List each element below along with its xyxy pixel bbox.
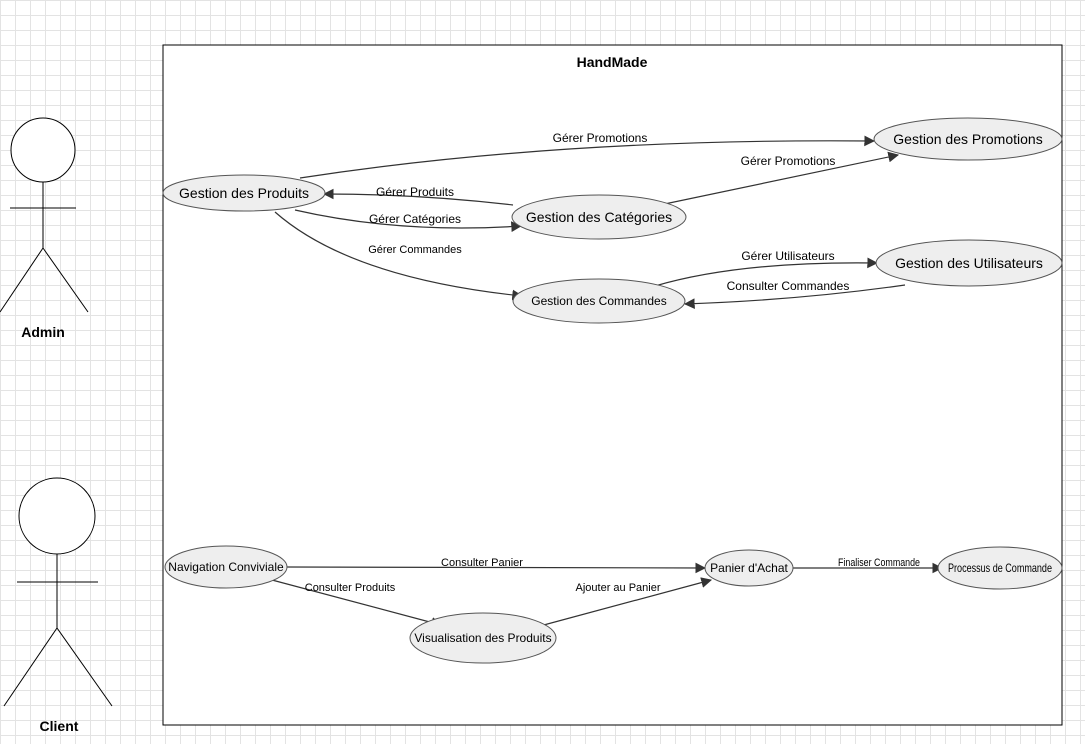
relation-label-categories-promotions: Gérer Promotions: [741, 154, 836, 168]
relation-line-navigation-panier[interactable]: [286, 562, 707, 574]
actor-admin-leg-right: [42, 247, 89, 313]
use-case-promotions-label: Gestion des Promotions: [893, 131, 1042, 147]
actor-admin-head: [10, 117, 76, 183]
relation-line-produits-promotions[interactable]: [299, 135, 876, 179]
use-case-commandes[interactable]: Gestion des Commandes: [512, 278, 686, 324]
use-case-produits-shape: [162, 174, 326, 212]
relation-labels: Gérer Promotions Gérer Promotions Gérer …: [305, 131, 920, 594]
relation-label-panier-processus: Finaliser Commande: [838, 557, 920, 569]
relation-line-utilisateurs-commandes[interactable]: [683, 284, 906, 310]
relation-label-navigation-visualisation: Consulter Produits: [305, 582, 396, 594]
use-case-utilisateurs-label: Gestion des Utilisateurs: [895, 255, 1043, 271]
use-case-utilisateurs-shape: [875, 239, 1063, 287]
use-case-processus-shape: [937, 546, 1063, 590]
actor-admin-label: Admin: [21, 324, 65, 340]
use-case-navigation-shape: [164, 545, 288, 589]
relation-label-produits-promotions: Gérer Promotions: [553, 131, 648, 145]
use-case-utilisateurs[interactable]: Gestion des Utilisateurs: [875, 239, 1063, 287]
use-case-categories-shape: [511, 194, 687, 240]
relation-label-categories-produits: Gérer Produits: [376, 185, 454, 199]
use-case-produits-label: Gestion des Produits: [179, 185, 309, 201]
relation-label-utilisateurs-commandes: Consulter Commandes: [727, 279, 850, 293]
actor-admin-leg-left: [0, 247, 44, 313]
use-cases: Gestion des Produits Gestion des Promoti…: [162, 117, 1063, 664]
use-case-panier-label: Panier d'Achat: [710, 561, 788, 575]
relation-label-commandes-utilisateurs: Gérer Utilisateurs: [741, 249, 834, 263]
use-case-processus[interactable]: Processus de Commande: [937, 546, 1063, 590]
actor-client-label: Client: [40, 718, 79, 734]
use-case-navigation-label: Navigation Conviviale: [168, 560, 284, 574]
relation-line-categories-produits[interactable]: [322, 188, 514, 206]
use-case-visualisation-shape: [409, 612, 557, 664]
use-case-categories-label: Gestion des Catégories: [526, 209, 672, 225]
relation-line-produits-categories[interactable]: [294, 209, 523, 233]
relation-line-produits-commandes[interactable]: [274, 211, 524, 301]
actor-client[interactable]: Client: [3, 477, 113, 734]
use-case-promotions[interactable]: Gestion des Promotions: [873, 117, 1063, 161]
use-case-panier-shape: [704, 549, 794, 587]
relation-line-commandes-utilisateurs[interactable]: [654, 257, 879, 287]
use-case-navigation[interactable]: Navigation Conviviale: [164, 545, 288, 589]
actor-client-leg-right: [56, 627, 113, 707]
relations: [271, 135, 944, 628]
use-case-categories[interactable]: Gestion des Catégories: [511, 194, 687, 240]
relation-label-visualisation-panier: Ajouter au Panier: [576, 582, 661, 594]
use-case-promotions-shape: [873, 117, 1063, 161]
actor-client-leg-left: [3, 627, 58, 707]
system-title: HandMade: [577, 54, 648, 70]
actor-admin[interactable]: Admin: [0, 117, 89, 340]
relation-line-navigation-visualisation[interactable]: [271, 579, 443, 628]
use-case-panier[interactable]: Panier d'Achat: [704, 549, 794, 587]
relation-label-navigation-panier: Consulter Panier: [441, 557, 523, 569]
use-case-visualisation-label: Visualisation des Produits: [414, 631, 551, 645]
relation-line-categories-promotions[interactable]: [654, 151, 900, 207]
use-case-commandes-shape: [512, 278, 686, 324]
use-case-commandes-label: Gestion des Commandes: [531, 294, 666, 308]
relation-line-visualisation-panier[interactable]: [539, 577, 713, 627]
system-boundary: [162, 44, 1063, 726]
use-case-visualisation[interactable]: Visualisation des Produits: [409, 612, 557, 664]
actor-client-head: [18, 477, 96, 555]
relation-label-produits-categories: Gérer Catégories: [369, 212, 461, 226]
use-case-produits[interactable]: Gestion des Produits: [162, 174, 326, 212]
use-case-processus-label: Processus de Commande: [948, 561, 1052, 575]
relation-label-produits-commandes: Gérer Commandes: [368, 244, 462, 256]
